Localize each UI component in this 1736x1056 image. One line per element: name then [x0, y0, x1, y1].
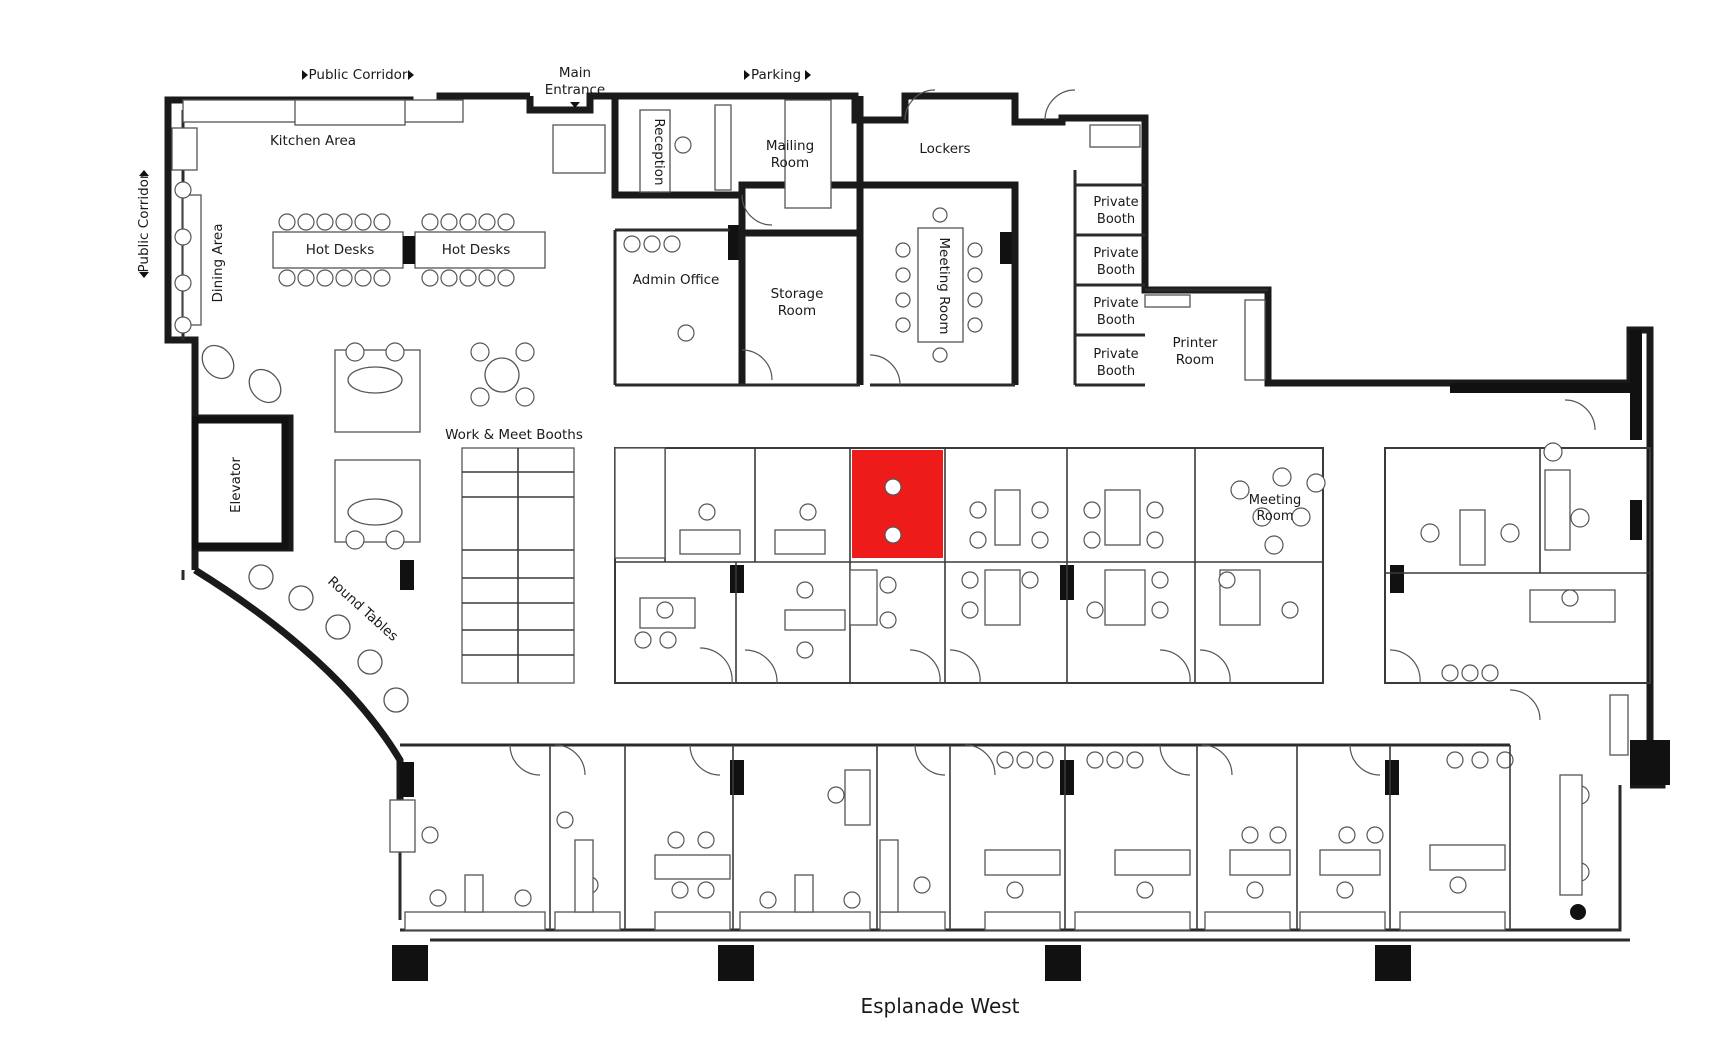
label-private-booth-3a: Private	[1093, 296, 1138, 311]
label-mailing-room-1: Mailing	[766, 138, 814, 154]
top-rooms	[611, 89, 1268, 387]
label-printer-room-1: Printer	[1173, 335, 1218, 351]
label-private-booth-2a: Private	[1093, 246, 1138, 261]
label-reception: Reception	[651, 118, 667, 185]
label-hot-desks-2: Hot Desks	[442, 242, 511, 258]
label-mailing-room-2: Room	[771, 155, 809, 171]
label-printer-room-2: Room	[1176, 352, 1214, 368]
bottom-offices	[389, 694, 1629, 931]
label-parking: Parking	[751, 67, 801, 83]
label-private-booth-1b: Booth	[1097, 212, 1135, 227]
labels: Public Corridor Public Corridor Main Ent…	[136, 65, 1301, 1018]
label-private-booth-4a: Private	[1093, 347, 1138, 362]
label-dining-area: Dining Area	[210, 224, 226, 303]
label-public-corridor-top: Public Corridor	[309, 67, 408, 83]
label-hot-desks-1: Hot Desks	[306, 242, 375, 258]
label-main-entrance-2: Entrance	[545, 82, 606, 98]
round-tables	[248, 564, 409, 713]
direction-arrows	[139, 70, 811, 278]
label-elevator: Elevator	[228, 457, 244, 513]
label-meeting-room-2: Room	[1256, 509, 1293, 524]
label-storage-room-2: Room	[778, 303, 816, 319]
label-main-entrance-1: Main	[559, 65, 591, 81]
chairs	[174, 136, 1590, 920]
label-public-corridor-left: Public Corridor	[136, 173, 152, 272]
label-meeting-room-1: Meeting	[1249, 493, 1301, 508]
work-meet-booths	[461, 447, 575, 684]
label-lockers: Lockers	[919, 141, 970, 157]
label-private-booth-4b: Booth	[1097, 364, 1135, 379]
label-kitchen-area: Kitchen Area	[270, 133, 356, 149]
label-private-booth-3b: Booth	[1097, 313, 1135, 328]
label-private-booth-1a: Private	[1093, 195, 1138, 210]
label-storage-room-1: Storage	[771, 286, 824, 302]
label-meeting-room-vertical: Meeting Room	[936, 237, 952, 334]
label-work-meet-booths: Work & Meet Booths	[445, 427, 583, 443]
label-admin-office: Admin Office	[633, 272, 720, 288]
lounge-seating	[201, 344, 520, 543]
label-private-booth-2b: Booth	[1097, 263, 1135, 278]
label-street: Esplanade West	[860, 994, 1019, 1018]
kitchen-dining	[171, 99, 606, 326]
